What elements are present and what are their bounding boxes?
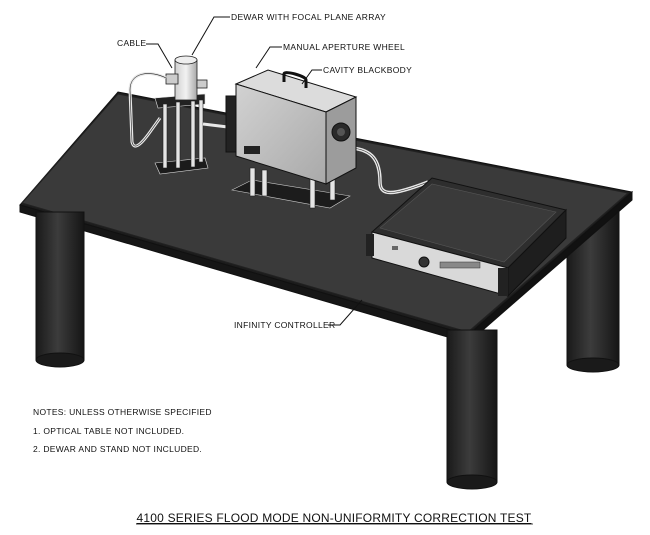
cable-leader — [146, 43, 173, 69]
dewar-leader — [191, 16, 230, 56]
dewar-stand — [154, 93, 209, 175]
infinity-controller — [366, 177, 567, 298]
blackbody-leader — [301, 69, 322, 85]
aperture-wheel-leader — [255, 46, 282, 69]
dewar-cable-outline — [129, 73, 167, 147]
note-item-2: 2. DEWAR AND STAND NOT INCLUDED. — [33, 444, 202, 454]
blackbody-stand — [231, 167, 351, 209]
table-leg-front-left — [35, 211, 85, 368]
table-leg-front-right — [446, 329, 498, 490]
cavity-blackbody — [225, 69, 358, 185]
label-infinity-controller: INFINITY CONTROLLER — [234, 320, 335, 330]
note-item-1: 1. OPTICAL TABLE NOT INCLUDED. — [33, 426, 184, 436]
dewar — [165, 55, 208, 101]
controller-cable-outline — [351, 147, 429, 193]
label-cable: CABLE — [117, 38, 146, 48]
label-dewar: DEWAR WITH FOCAL PLANE ARRAY — [231, 12, 386, 22]
drawing-title: 4100 SERIES FLOOD MODE NON-UNIFORMITY CO… — [137, 511, 532, 525]
label-aperture-wheel: MANUAL APERTURE WHEEL — [283, 42, 405, 52]
notes-heading: NOTES: UNLESS OTHERWISE SPECIFIED — [33, 407, 212, 417]
label-cavity-blackbody: CAVITY BLACKBODY — [323, 65, 412, 75]
controller-leader — [328, 299, 363, 326]
